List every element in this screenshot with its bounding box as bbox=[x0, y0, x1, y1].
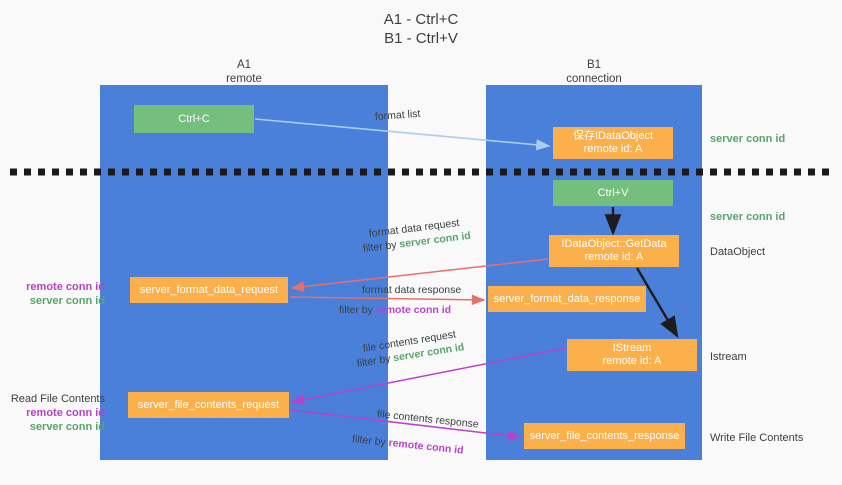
label-format-data-response: format data response bbox=[362, 284, 461, 297]
box-format-data-request-label: server_format_data_request bbox=[139, 283, 279, 296]
annotation-read-file-group: Read File Contents remote conn id server… bbox=[8, 392, 105, 434]
box-getdata-label: IDataObject::GetData bbox=[561, 238, 667, 250]
annotation-istream: Istream bbox=[710, 351, 747, 363]
annotation-server-conn-id: server conn id bbox=[29, 421, 105, 433]
box-idataobject-getdata[interactable]: IDataObject::GetData remote id: A bbox=[549, 235, 679, 267]
column-b1-role: connection bbox=[566, 73, 622, 85]
box-istream-sub: remote id: A bbox=[602, 355, 662, 367]
annotation-read-file-contents: Read File Contents bbox=[10, 393, 105, 405]
filter-prefix: filter by bbox=[351, 433, 390, 449]
box-server-format-data-response[interactable]: server_format_data_response bbox=[488, 286, 646, 312]
box-istream-label: IStream bbox=[612, 342, 652, 354]
annotation-server-conn-id-mid: server conn id bbox=[710, 211, 786, 223]
box-file-contents-response-label: server_file_contents_response bbox=[529, 429, 680, 442]
column-header-a1: A1 remote bbox=[144, 58, 344, 86]
box-ctrl-v[interactable]: Ctrl+V bbox=[553, 180, 673, 206]
box-format-data-response-label: server_format_data_response bbox=[493, 292, 641, 305]
filter-prefix: filter by bbox=[339, 304, 376, 316]
box-ctrl-c-label: Ctrl+C bbox=[178, 112, 210, 125]
box-getdata-sub: remote id: A bbox=[584, 251, 644, 263]
label-format-list: format list bbox=[375, 108, 421, 124]
page-title: A1 - Ctrl+C B1 - Ctrl+V bbox=[0, 10, 842, 48]
title-line-2: B1 - Ctrl+V bbox=[384, 30, 458, 47]
box-server-format-data-request[interactable]: server_format_data_request bbox=[130, 277, 288, 303]
annotation-server-conn-id-top: server conn id bbox=[710, 133, 786, 145]
box-ctrl-v-label: Ctrl+V bbox=[597, 186, 629, 199]
annotation-dataobject: DataObject bbox=[710, 246, 766, 258]
annotation-write-file-contents: Write File Contents bbox=[710, 432, 804, 444]
box-server-file-contents-request[interactable]: server_file_contents_request bbox=[128, 392, 289, 418]
box-istream[interactable]: IStream remote id: A bbox=[567, 339, 697, 371]
label-file-contents-response-text: file contents response bbox=[376, 408, 480, 431]
column-header-b1: B1 connection bbox=[494, 58, 694, 86]
title-line-1: A1 - Ctrl+C bbox=[383, 11, 459, 28]
box-file-contents-request-label: server_file_contents_request bbox=[137, 398, 280, 411]
column-b1-name: B1 bbox=[586, 59, 602, 71]
box-ctrl-c[interactable]: Ctrl+C bbox=[134, 105, 254, 133]
box-save-idataobject[interactable]: 保存IDataObject remote id: A bbox=[553, 127, 673, 159]
box-save-idataobject-sub: remote id: A bbox=[583, 143, 643, 155]
label-format-list-text: format list bbox=[374, 107, 421, 123]
filter-target-remote-conn-id: remote conn id bbox=[375, 304, 452, 316]
label-file-contents-response: file contents response bbox=[376, 408, 479, 432]
filter-target-remote-conn-id: remote conn id bbox=[387, 436, 465, 457]
annotation-remote-conn-id: remote conn id bbox=[26, 281, 105, 293]
label-format-data-response-text: format data response bbox=[362, 284, 462, 296]
annotation-remote-conn-id: remote conn id bbox=[26, 407, 105, 419]
box-server-file-contents-response[interactable]: server_file_contents_response bbox=[524, 423, 685, 449]
box-save-idataobject-label: 保存IDataObject bbox=[572, 130, 654, 142]
annotation-conn-ids-format: remote conn id server conn id bbox=[10, 280, 105, 308]
column-a1-role: remote bbox=[226, 73, 262, 85]
column-a1-name: A1 bbox=[236, 59, 252, 71]
annotation-server-conn-id: server conn id bbox=[29, 295, 105, 307]
label-format-data-response-filter: filter by remote conn id bbox=[339, 304, 451, 317]
